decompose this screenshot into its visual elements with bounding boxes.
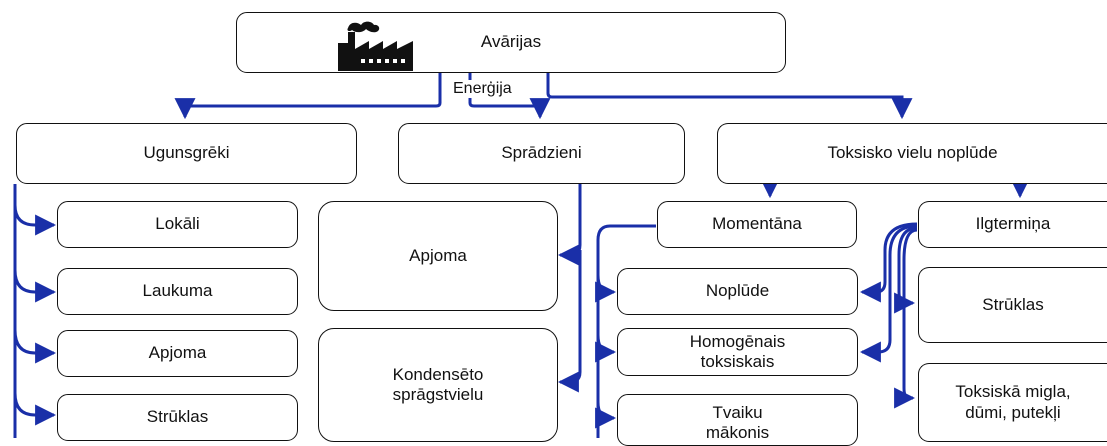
edge-root-explosions — [468, 72, 551, 120]
edge-fires-laukuma — [13, 269, 57, 303]
category-fires: Ugunsgrēki — [16, 123, 357, 184]
toxic-form-box: Noplūde — [617, 268, 858, 315]
factory-icon — [338, 21, 413, 71]
category-explosions: Sprādzieni — [398, 123, 685, 184]
fire-type-label: Lokāli — [155, 214, 200, 234]
long-form-box: Toksiskā migla, dūmi, putekļi — [918, 363, 1107, 442]
edge-long-right-b — [894, 228, 918, 409]
long-form-label: Strūklas — [982, 294, 1044, 314]
toxic-long-label: Ilgtermiņa — [975, 214, 1051, 234]
fire-type-box: Strūklas — [57, 394, 298, 441]
toxic-form-box: Tvaiku mākonis — [617, 394, 858, 446]
root-label: Avārijas — [480, 32, 542, 52]
toxic-long-box: Ilgtermiņa — [918, 201, 1107, 248]
explosion-type-box: Apjoma — [318, 201, 558, 311]
edge-fires-apjoma — [13, 329, 57, 364]
edge-instant-homog — [595, 334, 617, 363]
edge-instant-noplude — [595, 274, 617, 303]
edge-long-left-a — [859, 222, 918, 303]
edge-label-energy: Enerģija — [450, 80, 515, 98]
fire-type-label: Laukuma — [142, 281, 213, 301]
fire-type-label: Apjoma — [148, 343, 207, 363]
toxic-form-label: Homogēnais toksiskais — [689, 331, 786, 371]
fire-type-label: Strūklas — [146, 407, 209, 427]
fire-type-box: Lokāli — [57, 201, 298, 248]
toxic-instant-box: Momentāna — [657, 201, 857, 248]
edge-instant-tvaiku — [595, 401, 617, 429]
edge-instant-trunk — [596, 224, 656, 438]
category-toxic-label: Toksisko vielu noplūde — [827, 143, 998, 163]
fire-type-box: Apjoma — [57, 330, 298, 377]
category-fires-label: Ugunsgrēki — [143, 143, 230, 163]
explosion-type-label: Apjoma — [409, 245, 467, 265]
edge-root-toxic — [546, 72, 913, 120]
toxic-instant-label: Momentāna — [712, 214, 802, 234]
toxic-form-box: Homogēnais toksiskais — [617, 328, 858, 376]
edge-expl-kond — [557, 250, 582, 393]
toxic-form-label: Noplūde — [705, 281, 770, 301]
explosion-type-label: Kondensēto sprāgstvielu — [392, 364, 484, 404]
edge-expl-apjoma — [557, 184, 582, 266]
fire-type-box: Laukuma — [57, 268, 298, 315]
edge-root-fires — [174, 72, 442, 120]
edge-fires-struklas — [13, 392, 57, 426]
edge-fires-lokali — [13, 204, 57, 236]
root-node: Avārijas — [236, 12, 786, 73]
long-form-box: Strūklas — [918, 267, 1107, 343]
edge-long-left-b — [859, 224, 918, 363]
long-form-label: Toksiskā migla, dūmi, putekļi — [955, 382, 1071, 422]
explosion-type-box: Kondensēto sprāgstvielu — [318, 328, 558, 442]
category-toxic: Toksisko vielu noplūde — [717, 123, 1107, 184]
category-explosions-label: Sprādzieni — [501, 143, 582, 163]
